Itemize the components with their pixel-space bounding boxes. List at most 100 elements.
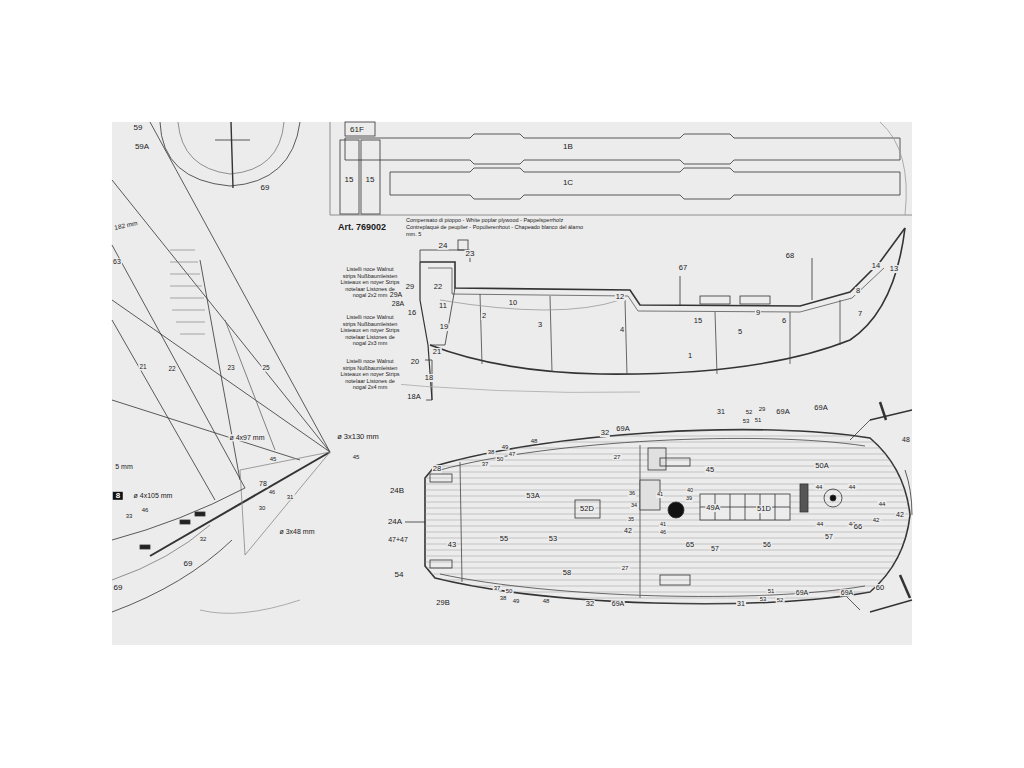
callout-label: 58 (562, 569, 572, 577)
callout-label: 44 (816, 521, 825, 527)
callout-label: 48 (901, 436, 911, 443)
callout-label: 18A (406, 393, 421, 401)
callout-label: 18 (424, 374, 434, 382)
callout-label: 13 (889, 265, 899, 273)
callout-label: 29A (389, 291, 403, 298)
callout-label: 11 (438, 302, 448, 310)
callout-label: 69A (813, 404, 828, 412)
callout-label: 19 (439, 323, 449, 331)
callout-label: 53 (759, 596, 768, 602)
callout-label: 53 (742, 418, 751, 424)
callout-label: 24A (387, 518, 403, 526)
callout-label: Listelli noce Walnut strips Nußbaumleist… (339, 314, 401, 347)
callout-label: ø 4x97 mm (228, 434, 265, 441)
callout-label: 8 (113, 492, 123, 500)
callout-label: 3 (537, 321, 543, 329)
callout-label: 5 (737, 328, 743, 336)
callout-label: 48 (542, 598, 551, 604)
callout-label: 51D (756, 505, 772, 513)
callout-label: 22 (167, 366, 176, 373)
callout-label: 7 (857, 310, 863, 318)
callout-label: 34 (630, 503, 638, 509)
callout-label: 24B (389, 487, 405, 495)
callout-label: 56 (762, 541, 772, 548)
callout-label: 42 (895, 511, 905, 518)
callout-label: 53 (548, 535, 558, 543)
callout-label: 51 (767, 588, 776, 594)
callout-label: 20 (410, 358, 420, 366)
callout-label: 31 (736, 600, 746, 607)
callout-label: ø 3x130 mm (336, 433, 380, 441)
callout-label: 69A (795, 589, 809, 596)
callout-label: 32 (600, 429, 610, 437)
callout-label: 33 (125, 513, 134, 519)
callout-label: 47 (508, 451, 517, 457)
callout-label: 1 (687, 352, 693, 360)
callout-label: 59 (133, 124, 144, 132)
callout-label: 9 (755, 309, 761, 317)
callout-label: 1B (562, 143, 574, 151)
callout-label: 45 (705, 466, 715, 474)
callout-label: 42 (872, 517, 881, 523)
callout-label: 69 (183, 560, 194, 568)
callout-label: 16 (407, 309, 417, 317)
callout-label: 8 (855, 287, 861, 295)
callout-label: 45 (352, 454, 361, 460)
callout-label: 46 (268, 490, 276, 496)
callout-label: 2 (481, 312, 487, 320)
callout-label: 15 (344, 176, 355, 184)
callout-label: Listelli noce Walnut strips Nußbaumleist… (339, 358, 401, 391)
callout-label: 38 (499, 595, 508, 601)
callout-label: 28 (432, 465, 442, 473)
callout-label: 37 (481, 461, 490, 467)
callout-label: 61F (349, 126, 365, 134)
callout-label: 1C (562, 179, 574, 187)
callout-label: 69 (113, 584, 124, 592)
callout-label: 59A (134, 143, 150, 151)
callout-label: 63 (112, 258, 122, 265)
callout-label: 35 (627, 517, 635, 523)
callout-label: 52 (745, 409, 754, 415)
callout-label: Compensato di pioppo - White poplar plyw… (405, 218, 564, 224)
callout-label: 69A (611, 600, 625, 607)
callout-label: 4 (619, 326, 625, 334)
callout-label: 51 (754, 417, 763, 423)
callout-label: 41 (656, 492, 664, 498)
callout-label: 25 (261, 365, 270, 372)
callout-label: 69A (840, 589, 854, 596)
callout-label: 50 (496, 456, 505, 462)
callout-label: 50 (505, 588, 514, 594)
callout-label: 24 (438, 242, 449, 250)
callout-label: 21 (432, 348, 442, 356)
callout-label: 15 (365, 176, 376, 184)
callout-label: 6 (781, 317, 787, 325)
callout-label: 42 (623, 527, 633, 534)
callout-label: 21 (138, 364, 147, 371)
callout-label: 53A (525, 492, 540, 500)
callout-label: 50A (814, 462, 829, 470)
callout-label: 15 (693, 317, 703, 325)
callout-label: 44 (848, 484, 857, 490)
callout-label: Art. 769002 (337, 223, 387, 232)
callout-label: 44 (878, 501, 887, 507)
callout-label: 23 (465, 250, 476, 258)
callout-label: 44 (815, 484, 824, 490)
callout-label: 69A (615, 425, 630, 433)
callout-label: 29B (435, 599, 450, 607)
callout-label: 69A (775, 408, 790, 416)
callout-label: 37 (493, 585, 502, 591)
callout-label: 67 (678, 264, 688, 272)
callout-label: 65 (685, 541, 695, 549)
callout-label: 46 (659, 530, 667, 536)
callout-label: 57 (710, 545, 720, 552)
callout-label: 48 (530, 438, 539, 444)
callout-label: 29 (405, 283, 415, 291)
callout-label: 57 (824, 533, 834, 540)
callout-label: 54 (394, 571, 405, 579)
callout-label: 52 (776, 597, 785, 603)
callout-label: mm. 5 (405, 232, 422, 238)
callout-label: 78 (258, 480, 268, 487)
callout-label: 28A (391, 300, 405, 307)
callout-label: 10 (508, 299, 518, 307)
